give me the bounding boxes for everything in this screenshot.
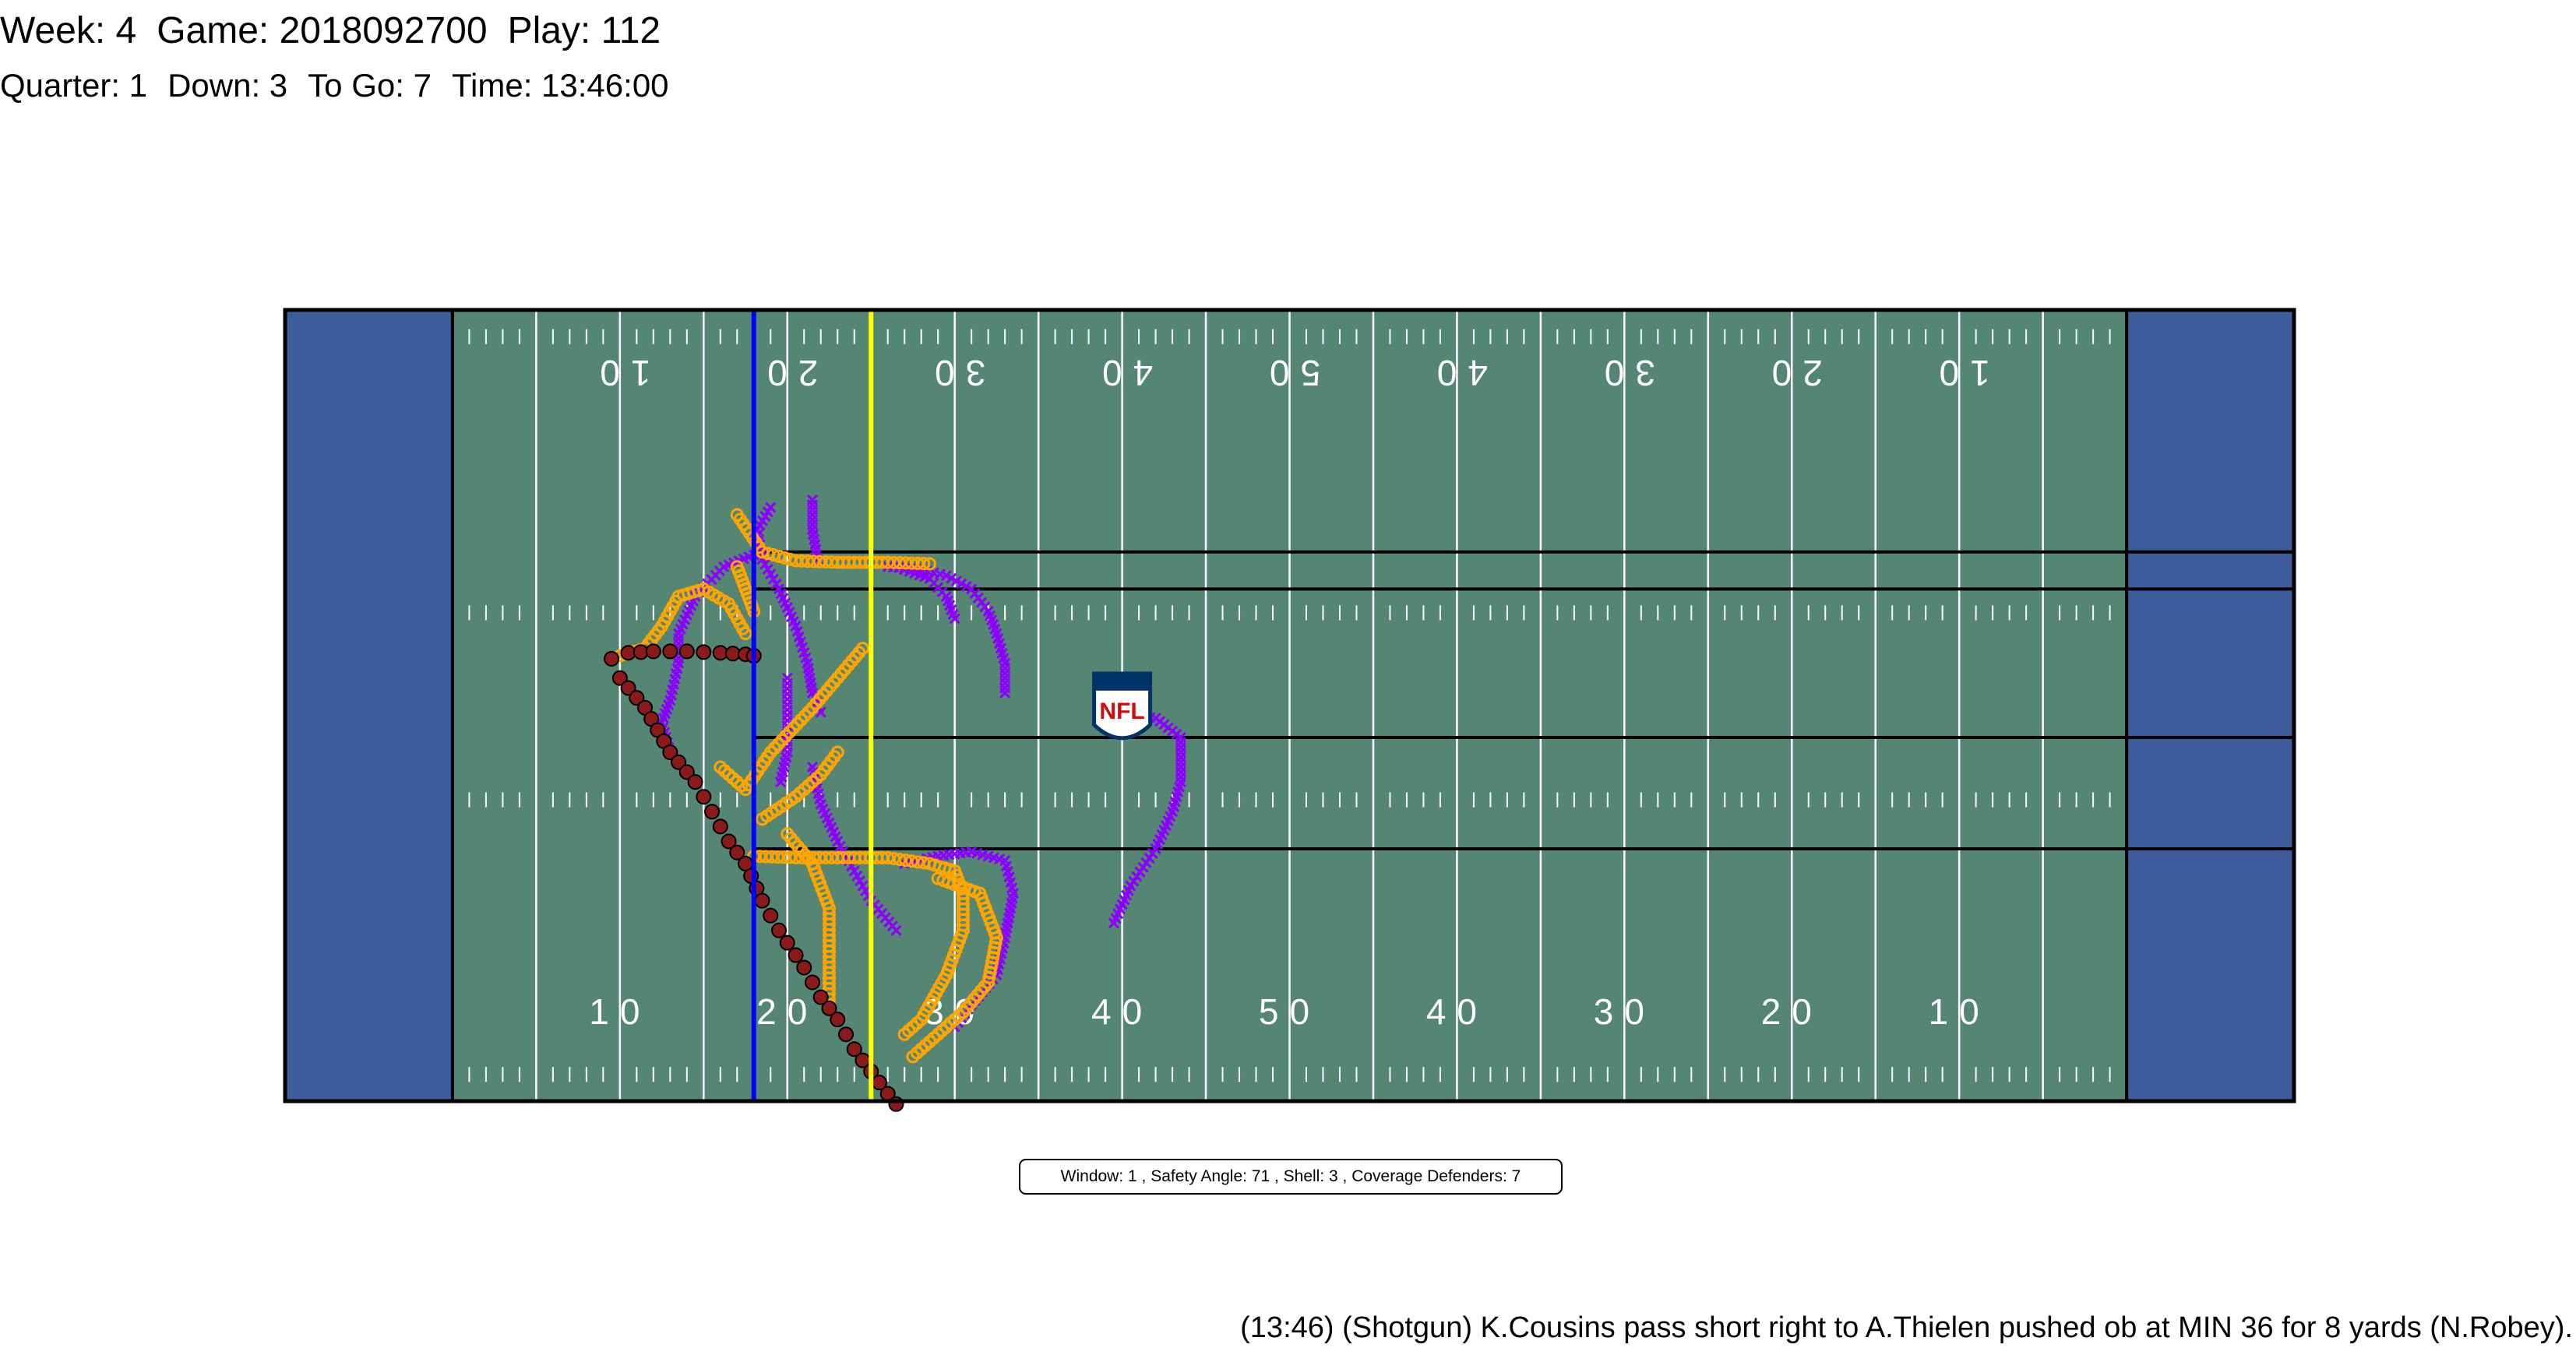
field-border [283,308,2296,1103]
defense-marker [917,557,931,571]
football-marker [645,643,661,660]
football-marker [788,947,804,963]
defense-marker [904,854,918,868]
football-marker [771,922,788,938]
yard-number-bottom: 40 [1091,991,1153,1032]
football-marker [671,754,687,770]
yard-number-bottom: 30 [1594,991,1655,1032]
week-label: Week: 4 [0,10,137,51]
football-marker [712,818,728,835]
yard-number-bottom: 10 [589,991,650,1032]
defense-marker [922,557,936,571]
defense-marker [855,642,869,656]
field-outline [283,308,2296,1103]
quarter-label: Quarter: 1 [0,67,148,104]
defense-marker [893,853,907,867]
defense-marker [886,851,900,865]
field-markings [468,310,2111,1101]
yard-number-top: 30 [924,353,985,393]
football-marker [846,1041,862,1058]
coverage-info-box: Window: 1 , Safety Angle: 71 , Shell: 3 … [1019,1159,1563,1195]
football-marker [704,804,721,820]
football-marker [754,892,770,909]
game-label: Game: 2018092700 [157,10,488,51]
player-tracks [604,494,1186,1112]
yard-number-top: 20 [1761,353,1823,393]
time-label: Time: 13:46:00 [451,67,669,104]
endzone-right [2127,310,2294,1101]
football-marker [604,650,620,667]
football-marker [779,934,795,951]
nfl-logo: NFL [1092,671,1153,741]
defense-marker [899,853,913,868]
defense-marker [897,1027,911,1041]
yard-number-top: 40 [1091,353,1153,393]
yard-number-bottom: 10 [1929,991,1990,1032]
football-marker [721,833,737,850]
yard-number-top: 30 [1594,353,1655,393]
offense-marker [890,924,902,936]
yard-number-bottom: 40 [1426,991,1488,1032]
football-marker [629,690,645,706]
football-marker [830,1012,846,1028]
defense-marker [881,850,895,864]
football-marker [837,1026,854,1043]
nfl-logo-text: NFL [1099,699,1144,724]
down-label: Down: 3 [167,67,288,104]
football-marker [796,959,812,976]
yard-number-top: 10 [589,353,650,393]
yard-number-top: 20 [756,353,818,393]
football-marker [662,744,678,761]
zone-lines [753,550,2294,850]
yard-number-top: 10 [1929,353,1990,393]
offense-marker [1108,917,1119,929]
yard-number-bottom: 20 [756,991,818,1032]
football-marker [678,643,695,660]
defense-marker [730,560,744,574]
togo-label: To Go: 7 [308,67,432,104]
yard-number-top: 50 [1259,353,1320,393]
yard-number-bottom: 50 [1259,991,1320,1032]
defense-marker [830,745,844,759]
football-marker [696,789,712,805]
football-marker [620,680,636,696]
football-marker [687,774,703,790]
football-marker [696,644,712,660]
header-line-2: Quarter: 1 Down: 3 To Go: 7 Time: 13:46:00 [0,67,689,104]
yard-number-top: 40 [1426,353,1488,393]
header-line-1: Week: 4 Game: 2018092700 Play: 112 [0,9,681,52]
football-marker [729,844,745,861]
football-marker [662,643,678,660]
endzone-left [285,310,453,1101]
yard-number-bottom: 20 [1761,991,1823,1032]
football-marker [763,907,779,924]
football-marker [821,1000,837,1016]
football-marker [804,974,820,991]
football-marker [678,764,695,780]
football-marker [812,989,829,1005]
play-label: Play: 112 [507,10,661,51]
play-description: (13:46) (Shotgun) K.Cousins pass short r… [1240,1311,2573,1344]
scrimmage-lines [751,310,874,1101]
defense-marker [906,1050,920,1064]
offense-marker [775,776,787,788]
football-marker [611,670,628,686]
defense-marker [911,855,925,869]
nfl-logo-band [1095,674,1149,691]
